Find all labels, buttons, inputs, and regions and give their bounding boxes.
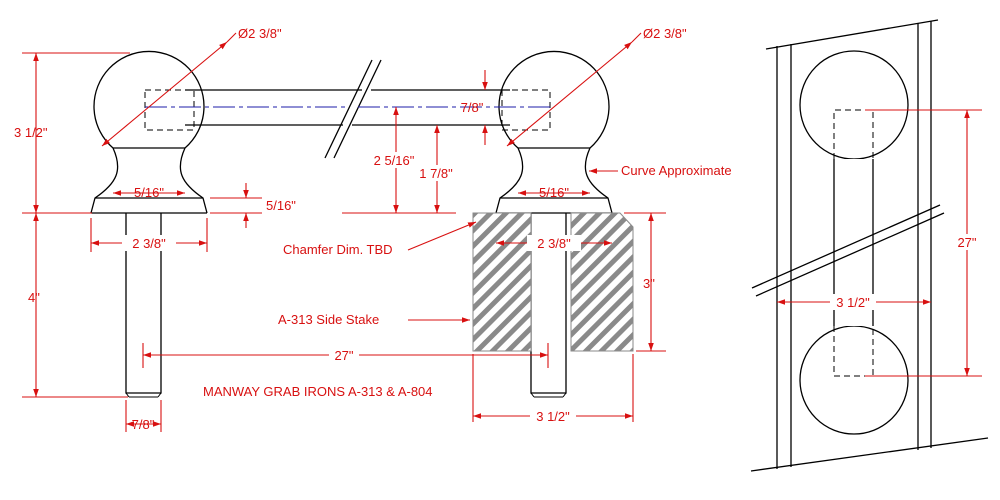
ball-dia-left-arrow [101,41,228,147]
chamfer-note-leader [407,221,477,251]
left-leg-outline [125,213,162,394]
stake-width-label: 3 1/2" [536,409,570,424]
rung-bar [144,59,551,159]
cl-height-label-bg [368,152,420,168]
rung-hidden-right [501,89,551,131]
flange-left-label: 2 3/8" [132,236,166,251]
stake-depth-label: 3" [643,276,655,291]
left-leg-tip-r [157,392,162,398]
left-leg-tip-l [125,392,130,398]
side-bar-hidden-top [833,109,874,159]
left-ball-outline [93,50,205,149]
notes: Curve Approximate Chamfer Dim. TBD A-313… [203,163,732,399]
rung-hidden-left [144,89,195,131]
side-bar-hidden-bottom [833,326,874,377]
rung-height-label: 1 7/8" [419,166,453,181]
break-line-left [324,59,373,159]
height-label: 3 1/2" [14,125,48,140]
right-ball-outline [498,50,610,149]
neck-right-label: 5/16" [539,185,569,200]
left-neck-outline [90,147,208,214]
dimensions-front: Ø2 3/8" Ø2 3/8" 3 1/2" 4" 5/16" 5/16" 5/… [14,26,687,432]
side-stake [472,212,634,352]
leg-dia-label: 7/8" [132,417,155,432]
flange-left-label-bg [122,235,176,251]
leg-length-label: 4" [28,290,40,305]
side-span-label-bg [950,234,984,250]
span-label-bg [329,347,359,363]
rung-height-label-bg [412,165,460,181]
chamfer-note: Chamfer Dim. TBD [283,242,393,257]
ball-dia-right-leader [631,32,642,43]
side-ball-top [799,50,909,160]
flange-right-label-bg [527,235,581,251]
stake-note: A-313 Side Stake [278,312,379,327]
side-ball-bottom [799,325,909,435]
side-view: 27" 3 1/2" [750,19,989,472]
side-break-line-b [755,212,945,297]
side-span-label: 27" [957,235,976,250]
ball-dia-right-label: Ø2 3/8" [643,26,687,41]
side-width-label-bg [830,294,876,310]
stake-width-label-bg [530,408,576,424]
break-line-right [333,59,382,159]
left-post [90,50,208,398]
stake-left-block [472,212,532,352]
right-leg-tip-l [530,392,535,398]
side-plate-top-edge [765,19,939,50]
ball-dia-right-arrow [506,41,633,147]
cl-height-label: 2 5/16" [374,153,415,168]
neck-left-label: 5/16" [134,185,164,200]
drawing-title: MANWAY GRAB IRONS A-313 & A-804 [203,384,433,399]
side-width-label: 3 1/2" [836,295,870,310]
right-neck-outline [495,147,613,214]
right-leg-tip-r [562,392,567,398]
span-label: 27" [334,348,353,363]
side-break-line-a [751,204,941,289]
ball-dia-left-label: Ø2 3/8" [238,26,282,41]
stake-right-block [570,212,634,352]
flange-right-label: 2 3/8" [537,236,571,251]
bar-dia-label: 7/8" [461,100,484,115]
curve-note: Curve Approximate [621,163,732,178]
side-plate-bottom-edge [750,437,989,472]
flange-thickness-label: 5/16" [266,198,296,213]
ball-dia-left-leader [226,32,237,43]
